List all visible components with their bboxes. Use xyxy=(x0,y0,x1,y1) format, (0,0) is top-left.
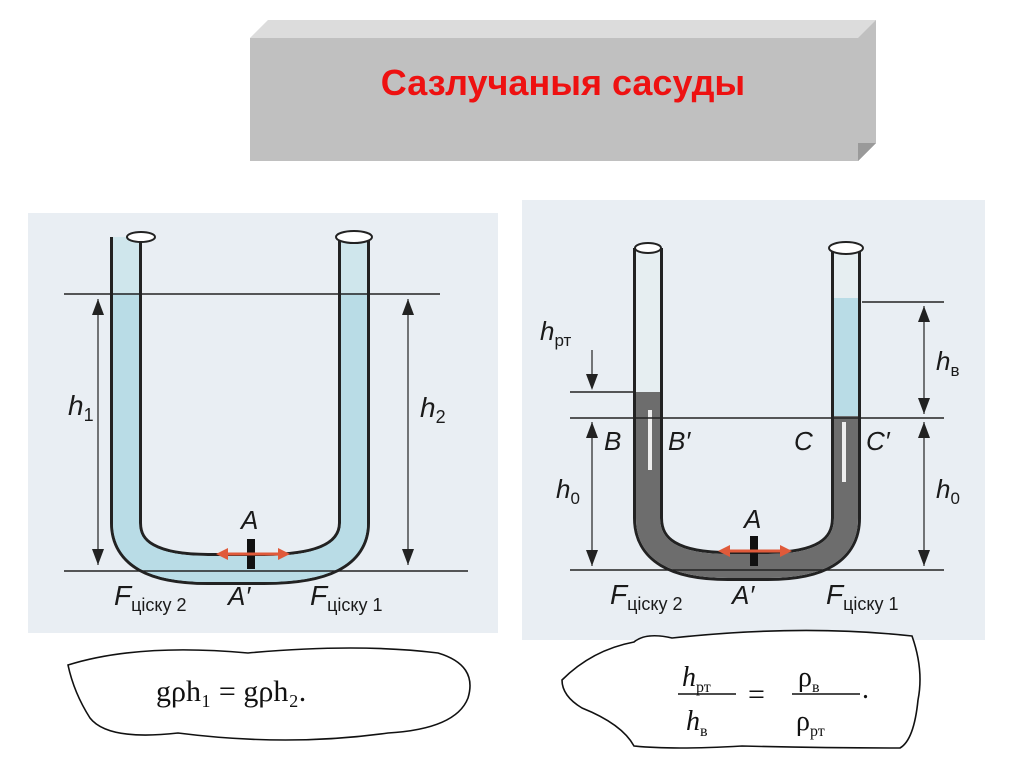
point-b: B xyxy=(604,426,621,456)
point-c-prime: C′ xyxy=(866,426,891,456)
left-water xyxy=(113,293,367,582)
svg-text:h0: h0 xyxy=(556,474,580,508)
banner-shape xyxy=(250,20,876,161)
svg-text:hв: hв xyxy=(936,346,960,380)
svg-text:Fціску 1: Fціску 1 xyxy=(826,579,899,614)
right-water xyxy=(834,298,858,416)
right-mercury xyxy=(636,392,858,578)
point-b-prime: B′ xyxy=(668,426,691,456)
right-diagram: hрт hв h0 h0 B B′ C C′ A A′ Fціску 2 Fці… xyxy=(522,200,1002,760)
left-formula: gρh₁ = gρh₂. xyxy=(156,675,306,708)
svg-text:=: = xyxy=(748,678,765,711)
svg-text:h1: h1 xyxy=(68,390,94,425)
page-title: Сазлучаныя сасуды xyxy=(380,61,746,103)
svg-text:hв: hв xyxy=(686,706,708,740)
svg-text:ρв: ρв xyxy=(798,662,820,696)
svg-text:Fціску 1: Fціску 1 xyxy=(310,580,383,615)
left-diagram: h1 h2 A A′ Fціску 2 Fціску 1 gρh₁ = gρh₂… xyxy=(28,213,498,753)
point-a-prime: A′ xyxy=(226,581,251,611)
svg-text:.: . xyxy=(862,674,869,705)
svg-text:Fціску 2: Fціску 2 xyxy=(114,580,187,615)
svg-text:h2: h2 xyxy=(420,392,446,427)
svg-text:hрт: hрт xyxy=(540,316,572,350)
point-a: A xyxy=(239,505,258,535)
svg-text:ρрт: ρрт xyxy=(796,706,825,740)
right-formula-cloud xyxy=(561,629,921,749)
point-a-prime: A′ xyxy=(730,580,755,610)
svg-text:h0: h0 xyxy=(936,474,960,508)
point-c: C xyxy=(794,426,813,456)
title-banner: Сазлучаныя сасуды xyxy=(250,20,876,161)
svg-text:Fціску 2: Fціску 2 xyxy=(610,579,683,614)
left-formula-cloud xyxy=(67,647,471,741)
svg-text:hрт: hрт xyxy=(682,662,711,696)
point-a: A xyxy=(742,504,761,534)
